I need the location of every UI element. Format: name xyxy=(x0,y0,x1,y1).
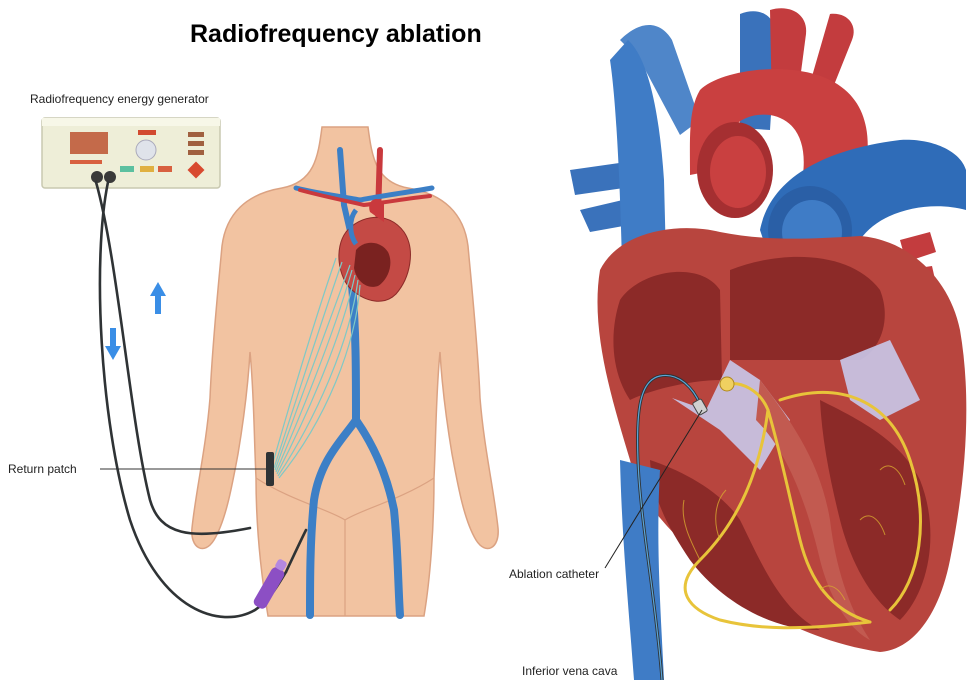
current-arrows xyxy=(105,282,166,360)
down-arrow-icon xyxy=(105,328,121,360)
return-patch xyxy=(266,452,274,486)
rf-generator xyxy=(42,118,220,188)
return-patch-label: Return patch xyxy=(8,462,77,476)
up-arrow-icon xyxy=(150,282,166,314)
ablation-catheter-label: Ablation catheter xyxy=(509,567,599,581)
large-heart xyxy=(570,8,966,680)
generator-label: Radiofrequency energy generator xyxy=(30,92,209,106)
figure-title: Radiofrequency ablation xyxy=(190,20,482,49)
ivc-label: Inferior vena cava xyxy=(522,664,617,678)
